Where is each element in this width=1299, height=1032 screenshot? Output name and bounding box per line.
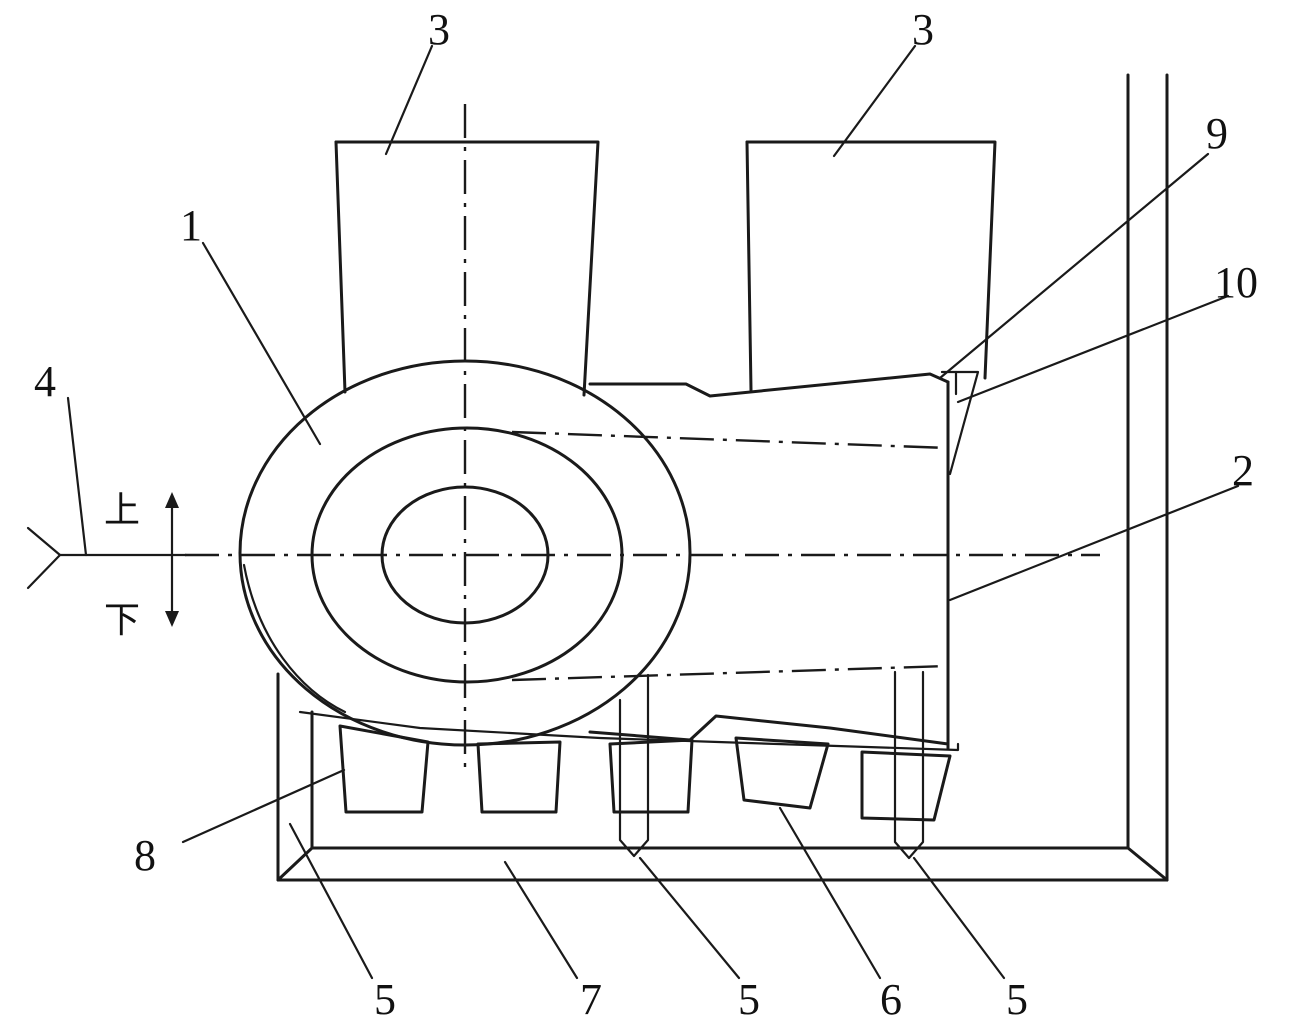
block-3-left (334, 140, 600, 397)
part-labels: 3 3 9 1 10 4 2 8 5 7 5 6 5 (34, 5, 1258, 1024)
block-3-right (745, 140, 997, 392)
leader-lines (66, 44, 1240, 980)
label-8: 8 (134, 831, 156, 880)
pads (338, 724, 952, 822)
direction-up-label: 上 (104, 490, 140, 531)
support-pins (618, 670, 925, 860)
label-7: 7 (580, 975, 602, 1024)
direction-arrow: 上 下 (104, 490, 179, 641)
label-5-b: 5 (738, 975, 760, 1024)
axis-marker-4 (26, 526, 188, 590)
label-6: 6 (880, 975, 902, 1024)
label-9: 9 (1206, 109, 1228, 158)
label-3-left: 3 (428, 5, 450, 54)
label-2: 2 (1232, 446, 1254, 495)
center-lines (185, 104, 1100, 775)
label-5-a: 5 (374, 975, 396, 1024)
label-1: 1 (180, 201, 202, 250)
label-4: 4 (34, 357, 56, 406)
direction-down-label: 下 (104, 600, 140, 641)
label-10: 10 (1214, 258, 1258, 307)
label-5-c: 5 (1006, 975, 1028, 1024)
label-3-right: 3 (912, 5, 934, 54)
frame-box (276, 73, 1169, 882)
body-2 (298, 370, 980, 752)
